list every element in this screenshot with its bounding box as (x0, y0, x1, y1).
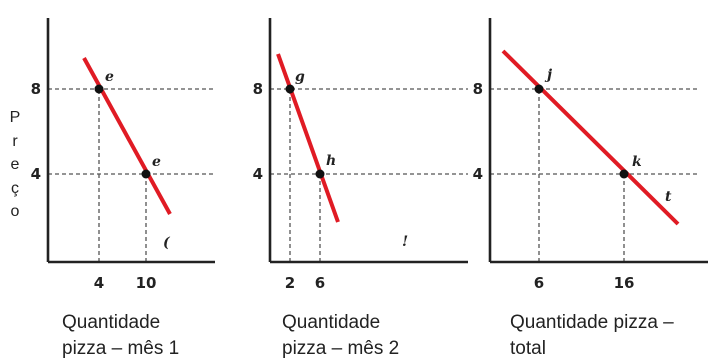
panel-3-point-label: j (544, 67, 552, 83)
panel-2-y-tick-label: 4 (253, 165, 263, 183)
caption-total: Quantidade pizza – total (510, 310, 674, 362)
caption-month-1: Quantidade pizza – mês 1 (62, 310, 179, 362)
panel-2-curve-end-label: ! (402, 234, 408, 250)
panel-1-x-tick-label: 4 (94, 274, 104, 292)
panel-1-x-tick-label: 10 (136, 274, 157, 292)
caption-month-2-line-2: pizza – mês 2 (282, 338, 400, 359)
price-axis-letter: P (9, 109, 21, 126)
panel-1-curve-end-label: ( (163, 235, 171, 251)
panel-1-point-1 (94, 84, 104, 94)
panel-2-x-tick-label: 6 (315, 274, 325, 292)
panel-1-point-2 (141, 169, 151, 179)
panel-2-point-label: g (295, 69, 305, 85)
panel-1-demand-line (82, 57, 172, 215)
panel-3-y-tick-label: 8 (473, 80, 483, 98)
price-axis-letter: e (10, 156, 20, 173)
caption-month-1-line-1: Quantidade (62, 312, 161, 333)
price-axis-letter: ç (11, 179, 19, 197)
panel-1-point-label: e (152, 154, 161, 170)
price-axis-letter: r (12, 132, 18, 150)
panel-3-y-tick-label: 4 (473, 165, 483, 183)
panel-2-y-tick-label: 8 (253, 80, 263, 98)
panel-3-demand-line (501, 49, 680, 226)
panel-2-point-1 (285, 84, 295, 94)
caption-total-line-2: total (510, 338, 546, 359)
panel-3-x-tick-label: 16 (614, 274, 635, 292)
caption-month-2-line-1: Quantidade (282, 312, 381, 333)
panel-2-point-label: h (326, 153, 336, 169)
panel-1-point-label: e (105, 69, 114, 85)
panel-2-point-2 (315, 169, 325, 179)
panel-3-point-1 (534, 84, 544, 94)
panel-1-y-tick-label: 4 (31, 165, 41, 183)
panel-1-y-tick-label: 8 (31, 80, 41, 98)
panel-3-point-2 (619, 169, 629, 179)
panel-2-x-tick-label: 2 (285, 274, 295, 292)
price-axis-letter: o (10, 203, 20, 220)
panel-3-x-tick-label: 6 (534, 274, 544, 292)
panel-3-curve-end-label: t (665, 189, 672, 205)
caption-month-2: Quantidade pizza – mês 2 (282, 310, 399, 362)
caption-total-line-1: Quantidade pizza – (510, 312, 674, 333)
panel-2-demand-line (276, 53, 340, 223)
panel-3-point-label: k (632, 154, 642, 170)
caption-month-1-line-2: pizza – mês 1 (62, 338, 180, 359)
